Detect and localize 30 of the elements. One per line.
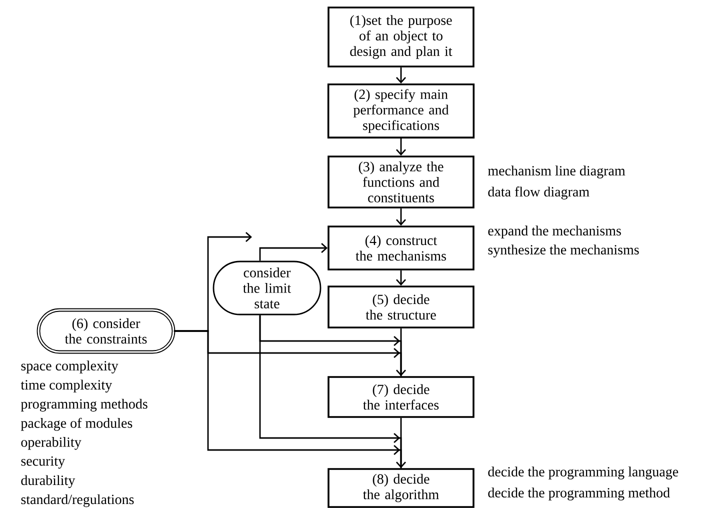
process-box: (5) decide the structure [328, 286, 474, 328]
process-box: (7) decide the interfaces [328, 376, 474, 418]
side-note: package of modules [20, 418, 132, 431]
side-note: data flow diagram [488, 186, 590, 200]
arrow [396, 328, 406, 376]
side-note: operability [21, 437, 82, 450]
side-note: decide the programming language [488, 466, 678, 480]
side-note: mechanism line diagram [488, 166, 626, 178]
arrow [396, 67, 406, 84]
process-box: (4) construct the mechanisms [328, 226, 474, 270]
side-note: decide the programming method [488, 488, 670, 500]
side-note: durability [21, 475, 76, 488]
side-note: time complexity [20, 380, 112, 392]
arrow [259, 242, 328, 261]
side-note: standard/regulations [21, 494, 134, 508]
process-box: (8) decide the algorithm [328, 468, 474, 508]
side-note: synthesize the mechanisms [488, 244, 639, 258]
side-note: expand the mechanisms [488, 226, 621, 238]
arrow [396, 138, 406, 156]
side-note: security [21, 456, 65, 469]
side-note: programming methods [20, 398, 148, 412]
rounded-box: (6) consider the constraints [36, 308, 176, 354]
process-box: (2) specify main performance and specifications [327, 84, 475, 138]
arrow [396, 418, 406, 468]
arrow [396, 270, 406, 286]
side-note: space complexity [21, 360, 118, 374]
rounded-box: consider the limit state [212, 260, 322, 316]
process-box: (1)set the purpose of an object to design and plan it [328, 6, 474, 68]
arrow [396, 208, 406, 226]
process-box: (3) analyze the functions and constituents [328, 156, 474, 208]
